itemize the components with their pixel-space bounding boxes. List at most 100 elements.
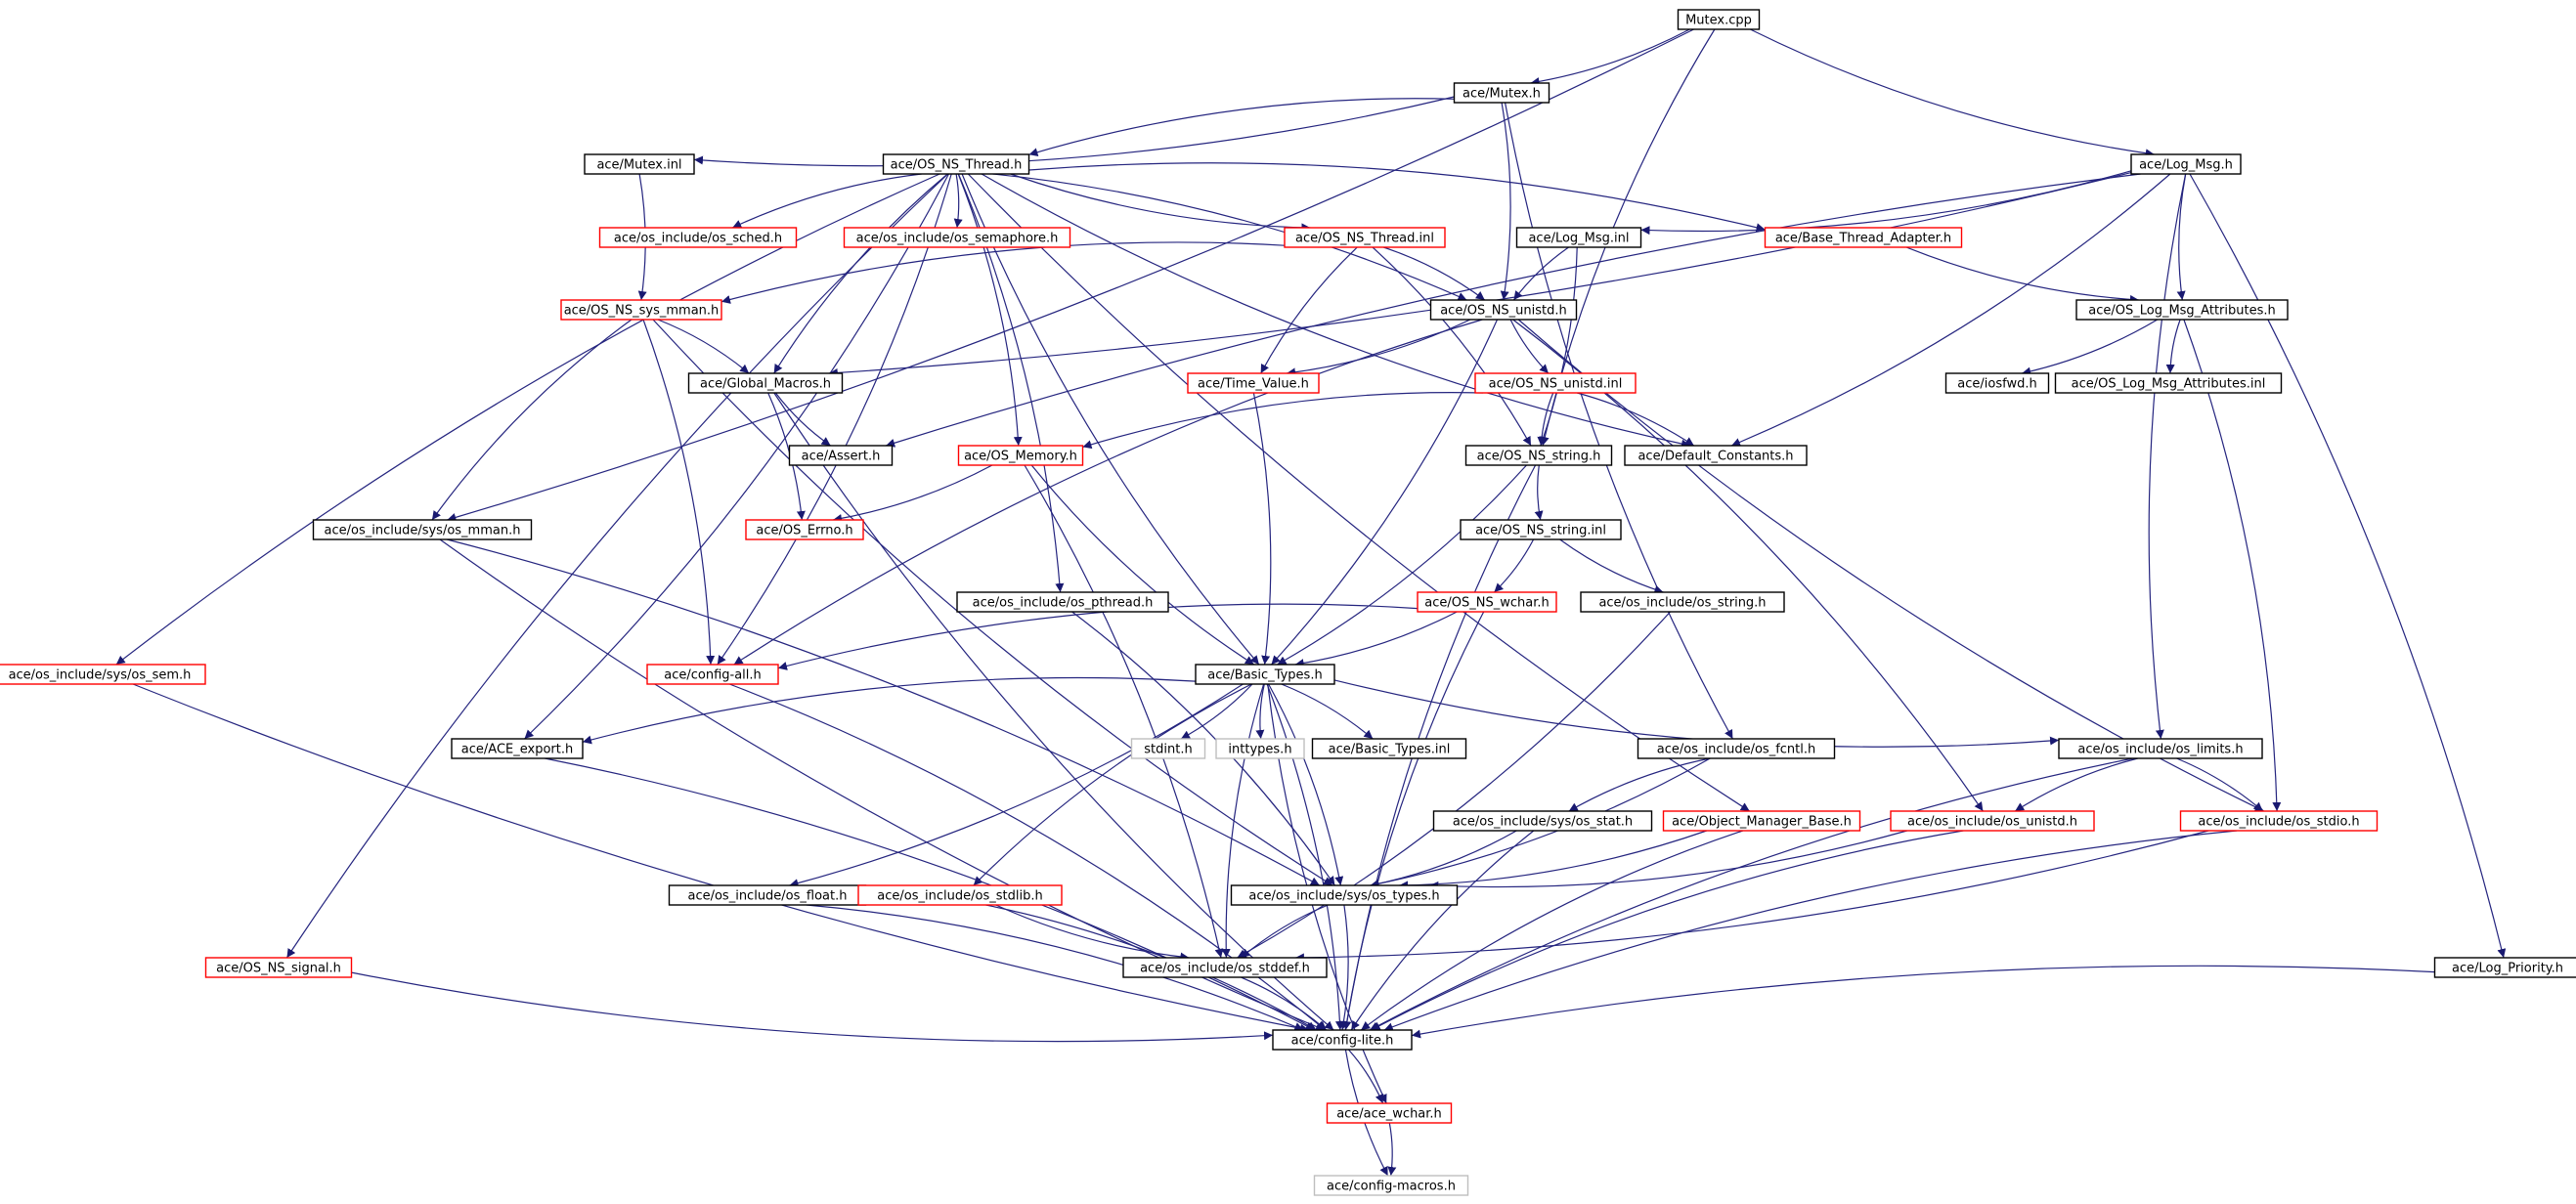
node-stdint-h[interactable]: stdint.h [1130, 738, 1206, 759]
edge-sys_os_mman_h-to-sys_os_types_h [447, 538, 1321, 886]
edge-os_limits_h-to-os_stdio_h [2176, 757, 2263, 812]
node-log-msg-h[interactable]: ace/Log_Msg.h [2130, 153, 2242, 175]
node-object-manager-base-h[interactable]: ace/Object_Manager_Base.h [1662, 810, 1861, 832]
node-box [1464, 445, 1613, 466]
node-box [1429, 299, 1578, 321]
node-box [1624, 445, 1808, 466]
edge-basic_types_h-to-stdint_h [1180, 683, 1253, 740]
node-label: ace/OS_NS_sys_mman.h [564, 304, 720, 319]
node-os-ns-thread-inl[interactable]: ace/OS_NS_Thread.inl [1284, 227, 1446, 248]
node-os-memory-h[interactable]: ace/OS_Memory.h [957, 445, 1084, 466]
node-label: ace/os_include/os_fcntl.h [1657, 743, 1815, 757]
node-os-pthread-h[interactable]: ace/os_include/os_pthread.h [956, 591, 1169, 613]
node-sys-os-stat-h[interactable]: ace/os_include/sys/os_stat.h [1432, 810, 1653, 832]
node-box [646, 664, 779, 685]
edge-os_ns_sys_mman_h-to-sys_os_mman_h [431, 319, 633, 521]
node-label: ace/Mutex.inl [596, 158, 681, 173]
node-os-ns-unistd-h[interactable]: ace/OS_NS_unistd.h [1429, 299, 1578, 321]
node-box [1890, 810, 2095, 832]
edge-ace_wchar_h-to-config_macros_h [1387, 1122, 1397, 1177]
node-os-float-h[interactable]: ace/os_include/os_float.h [668, 884, 867, 906]
node-assert-h[interactable]: ace/Assert.h [788, 445, 894, 466]
edge-os_ns_unistd_h-to-os_ns_unistd_inl [1509, 319, 1550, 374]
edge-os_stdio_h-to-config_lite_h [1383, 830, 2238, 1032]
node-mutex-inl[interactable]: ace/Mutex.inl [584, 153, 695, 175]
node-base-thread-adapter-h[interactable]: ace/Base_Thread_Adapter.h [1764, 227, 1963, 248]
node-label: ace/os_include/os_stdlib.h [877, 889, 1042, 904]
node-os-ns-wchar-h[interactable]: ace/OS_NS_wchar.h [1417, 591, 1557, 613]
node-label: ace/Basic_Types.inl [1329, 743, 1451, 757]
edge-config_lite_h-to-ace_wchar_h [1347, 1049, 1384, 1104]
node-os-ns-signal-h[interactable]: ace/OS_NS_signal.h [204, 957, 353, 978]
node-box [1474, 372, 1637, 394]
node-label: ace/OS_Log_Msg_Attributes.inl [2072, 377, 2266, 392]
node-label: ace/OS_NS_Thread.h [891, 158, 1023, 173]
node-label: ace/Global_Macros.h [700, 377, 831, 392]
node-os-ns-thread-h[interactable]: ace/OS_NS_Thread.h [882, 153, 1030, 175]
node-os-log-msg-attributes-h[interactable]: ace/OS_Log_Msg_Attributes.h [2075, 299, 2289, 321]
node-ace-export-h[interactable]: ace/ACE_export.h [451, 738, 584, 759]
node-mutex-cpp[interactable]: Mutex.cpp [1677, 9, 1761, 30]
node-os-stdio-h[interactable]: ace/os_include/os_stdio.h [2179, 810, 2379, 832]
node-os-sched-h[interactable]: ace/os_include/os_sched.h [598, 227, 798, 248]
node-os-unistd-h[interactable]: ace/os_include/os_unistd.h [1890, 810, 2095, 832]
node-config-macros-h[interactable]: ace/config-macros.h [1313, 1175, 1469, 1196]
node-layer: Mutex.cpp ace/Mutex.h ace/Mutex.inl ace/OS_… [0, 9, 2576, 1196]
edge-os_ns_signal_h-to-config_lite_h [351, 971, 1274, 1043]
node-log-msg-inl[interactable]: ace/Log_Msg.inl [1515, 227, 1642, 248]
node-inttypes-h[interactable]: inttypes.h [1215, 738, 1305, 759]
edge-os_ns_string_inl-to-os_ns_wchar_h [1493, 538, 1535, 593]
edge-os_string_h-to-os_stddef_h [1237, 611, 1671, 959]
node-box [2433, 957, 2576, 978]
node-label: ace/Default_Constants.h [1637, 450, 1793, 464]
node-label: ace/OS_NS_string.h [1477, 450, 1601, 464]
edge-os_fcntl_h-to-sys_os_types_h [1370, 757, 1711, 888]
node-box [1284, 227, 1446, 248]
edge-os_ns_thread_inl-to-time_value_h [1260, 246, 1358, 374]
node-box [882, 153, 1030, 175]
edge-os_log_msg_attributes_h-to-iosfwd_h [2022, 319, 2159, 376]
node-os-errno-h[interactable]: ace/OS_Errno.h [745, 519, 864, 540]
node-ace-wchar-h[interactable]: ace/ace_wchar.h [1326, 1102, 1453, 1124]
edge-os_ns_thread_h-to-ace_export_h [524, 173, 950, 740]
node-label: ace/Log_Priority.h [2452, 962, 2563, 976]
node-os-ns-sys-mman-h[interactable]: ace/OS_NS_sys_mman.h [560, 299, 722, 321]
edge-os_ns_sys_mman_h-to-global_macros_h [657, 319, 750, 374]
node-config-all-h[interactable]: ace/config-all.h [646, 664, 779, 685]
node-log-priority-h[interactable]: ace/Log_Priority.h [2433, 957, 2576, 978]
edge-config_all_h-to-config_lite_h [728, 683, 1327, 1031]
node-os-ns-string-inl[interactable]: ace/OS_NS_string.inl [1460, 519, 1622, 540]
node-os-string-h[interactable]: ace/os_include/os_string.h [1580, 591, 1785, 613]
node-os-stdlib-h[interactable]: ace/os_include/os_stdlib.h [857, 884, 1063, 906]
node-sys-os-types-h[interactable]: ace/os_include/sys/os_types.h [1230, 884, 1459, 906]
edge-os_stdio_h-to-os_stddef_h [1294, 830, 2209, 963]
edge-os_ns_thread_inl-to-os_ns_unistd_h [1383, 246, 1486, 301]
node-box [312, 519, 533, 540]
node-global-macros-h[interactable]: ace/Global_Macros.h [687, 372, 844, 394]
node-label: ace/os_include/sys/os_stat.h [1453, 815, 1633, 830]
node-config-lite-h[interactable]: ace/config-lite.h [1272, 1029, 1413, 1051]
node-basic-types-inl[interactable]: ace/Basic_Types.inl [1311, 738, 1467, 759]
node-label: ace/os_include/sys/os_mman.h [325, 524, 521, 538]
node-os-fcntl-h[interactable]: ace/os_include/os_fcntl.h [1637, 738, 1836, 759]
node-label: ace/Log_Msg.h [2139, 158, 2233, 173]
node-mutex-h[interactable]: ace/Mutex.h [1453, 82, 1550, 104]
node-os-limits-h[interactable]: ace/os_include/os_limits.h [2058, 738, 2263, 759]
node-os-stddef-h[interactable]: ace/os_include/os_stddef.h [1122, 957, 1328, 978]
node-sys-os-sem-h[interactable]: ace/os_include/sys/os_sem.h [0, 664, 206, 685]
node-box [1662, 810, 1861, 832]
node-sys-os-mman-h[interactable]: ace/os_include/sys/os_mman.h [312, 519, 533, 540]
node-box [2058, 738, 2263, 759]
node-os-log-msg-attributes-inl[interactable]: ace/OS_Log_Msg_Attributes.inl [2054, 372, 2283, 394]
node-box [2130, 153, 2242, 175]
edge-os_ns_string_inl-to-os_string_h [1559, 538, 1664, 594]
node-os-ns-unistd-inl[interactable]: ace/OS_NS_unistd.inl [1474, 372, 1637, 394]
edge-os_ns_unistd_h-to-time_value_h [1287, 319, 1471, 377]
node-iosfwd-h[interactable]: ace/iosfwd.h [1944, 372, 2050, 394]
node-time-value-h[interactable]: ace/Time_Value.h [1187, 372, 1320, 394]
edge-os_memory_h-to-os_errno_h [832, 464, 993, 523]
node-basic-types-h[interactable]: ace/Basic_Types.h [1195, 664, 1335, 685]
node-os-ns-string-h[interactable]: ace/OS_NS_string.h [1464, 445, 1613, 466]
node-os-semaphore-h[interactable]: ace/os_include/os_semaphore.h [843, 227, 1071, 248]
node-default-constants-h[interactable]: ace/Default_Constants.h [1624, 445, 1808, 466]
